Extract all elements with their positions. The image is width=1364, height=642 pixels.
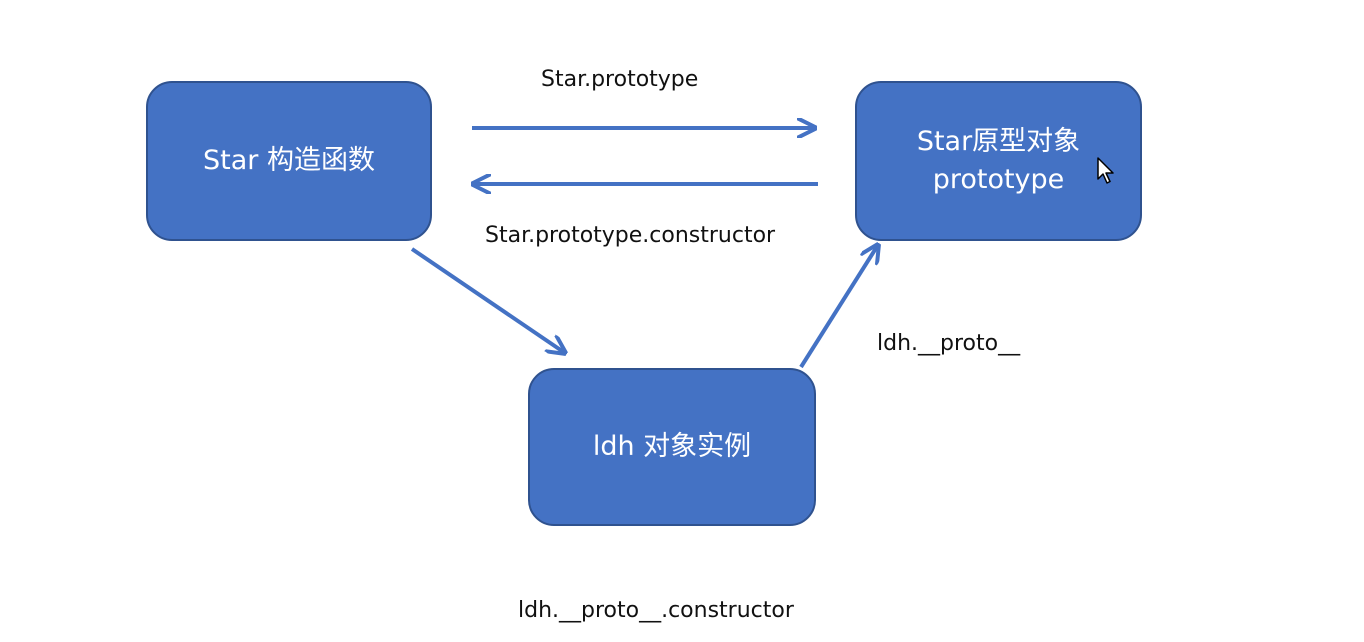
constructor-node-label: Star 构造函数 (203, 145, 375, 176)
prototype-node: Star原型对象 prototype (855, 81, 1142, 241)
label-star-prototype: Star.prototype (541, 67, 699, 92)
constructor-node: Star 构造函数 (146, 81, 432, 241)
instance-node: ldh 对象实例 (528, 368, 816, 526)
prototype-node-subtitle: prototype (932, 164, 1065, 195)
label-instance-proto: ldh.__proto__ (877, 331, 1021, 356)
label-prototype-constructor: Star.prototype.constructor (485, 223, 776, 248)
prototype-node-title: Star原型对象 (916, 126, 1081, 157)
instance-node-label: ldh 对象实例 (592, 431, 752, 462)
label-instance-proto-constructor: ldh.__proto__.constructor (518, 598, 794, 623)
arrow-instance-to-prototype (799, 245, 878, 369)
mouse-pointer-icon (1097, 157, 1114, 184)
arrow-constructor-to-instance (410, 247, 565, 353)
